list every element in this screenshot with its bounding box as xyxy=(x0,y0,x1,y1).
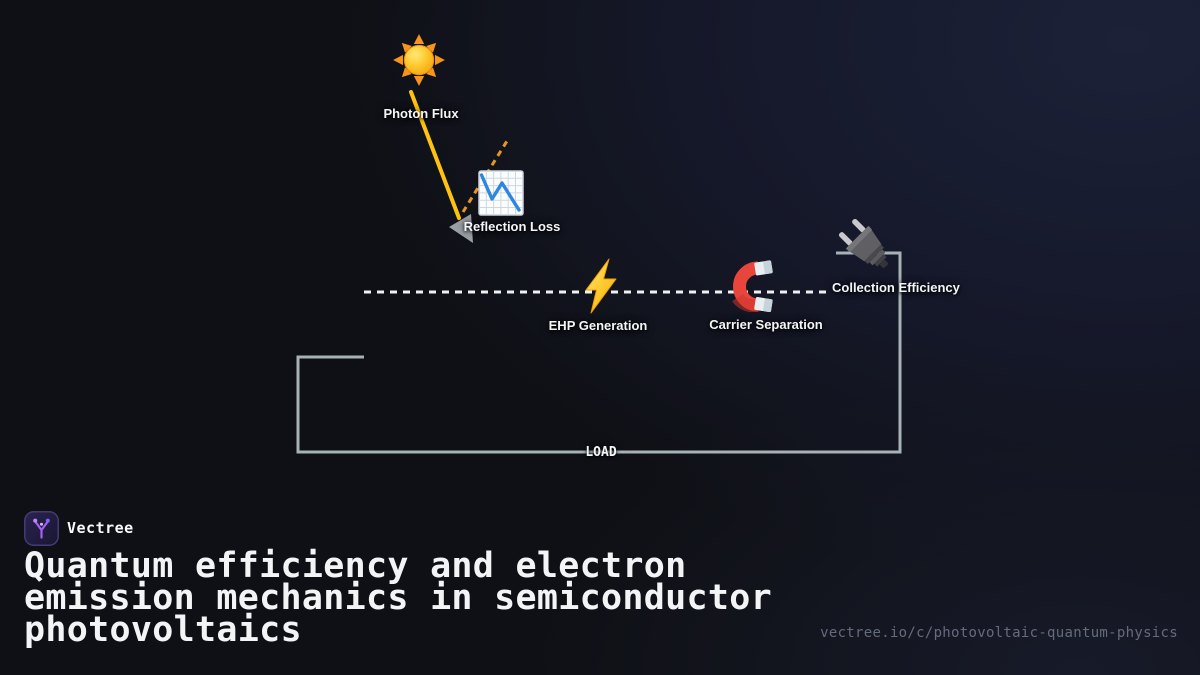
plug-icon xyxy=(838,218,896,276)
brand-name: Vectree xyxy=(67,519,134,537)
label-load: LOAD xyxy=(585,445,617,460)
label-carrier-separation: Carrier Separation xyxy=(709,317,823,332)
label-reflection-loss: Reflection Loss xyxy=(463,219,561,234)
lightning-icon xyxy=(582,258,620,314)
chart-decreasing-icon xyxy=(478,170,524,216)
vectree-logo-icon xyxy=(24,511,59,546)
circuit-wire xyxy=(296,251,902,454)
photon-ray-line xyxy=(409,90,461,220)
photon-ray-arrowhead xyxy=(449,214,473,243)
title-line-3: photovoltaics xyxy=(24,610,302,650)
reflection-ray-line xyxy=(461,140,509,213)
magnet-icon xyxy=(727,260,779,312)
label-ehp-generation: EHP Generation xyxy=(548,318,648,333)
title-line-1: Quantum efficiency and electron xyxy=(24,546,687,586)
page-title: Quantum efficiency and electron emission… xyxy=(24,546,773,650)
label-photon-flux: Photon Flux xyxy=(383,106,459,121)
card-url: vectree.io/c/photovoltaic-quantum-physic… xyxy=(820,625,1178,641)
sun-icon xyxy=(392,33,446,87)
title-line-2: emission mechanics in semiconductor xyxy=(24,578,773,618)
label-collection-efficiency: Collection Efficiency xyxy=(832,280,960,295)
